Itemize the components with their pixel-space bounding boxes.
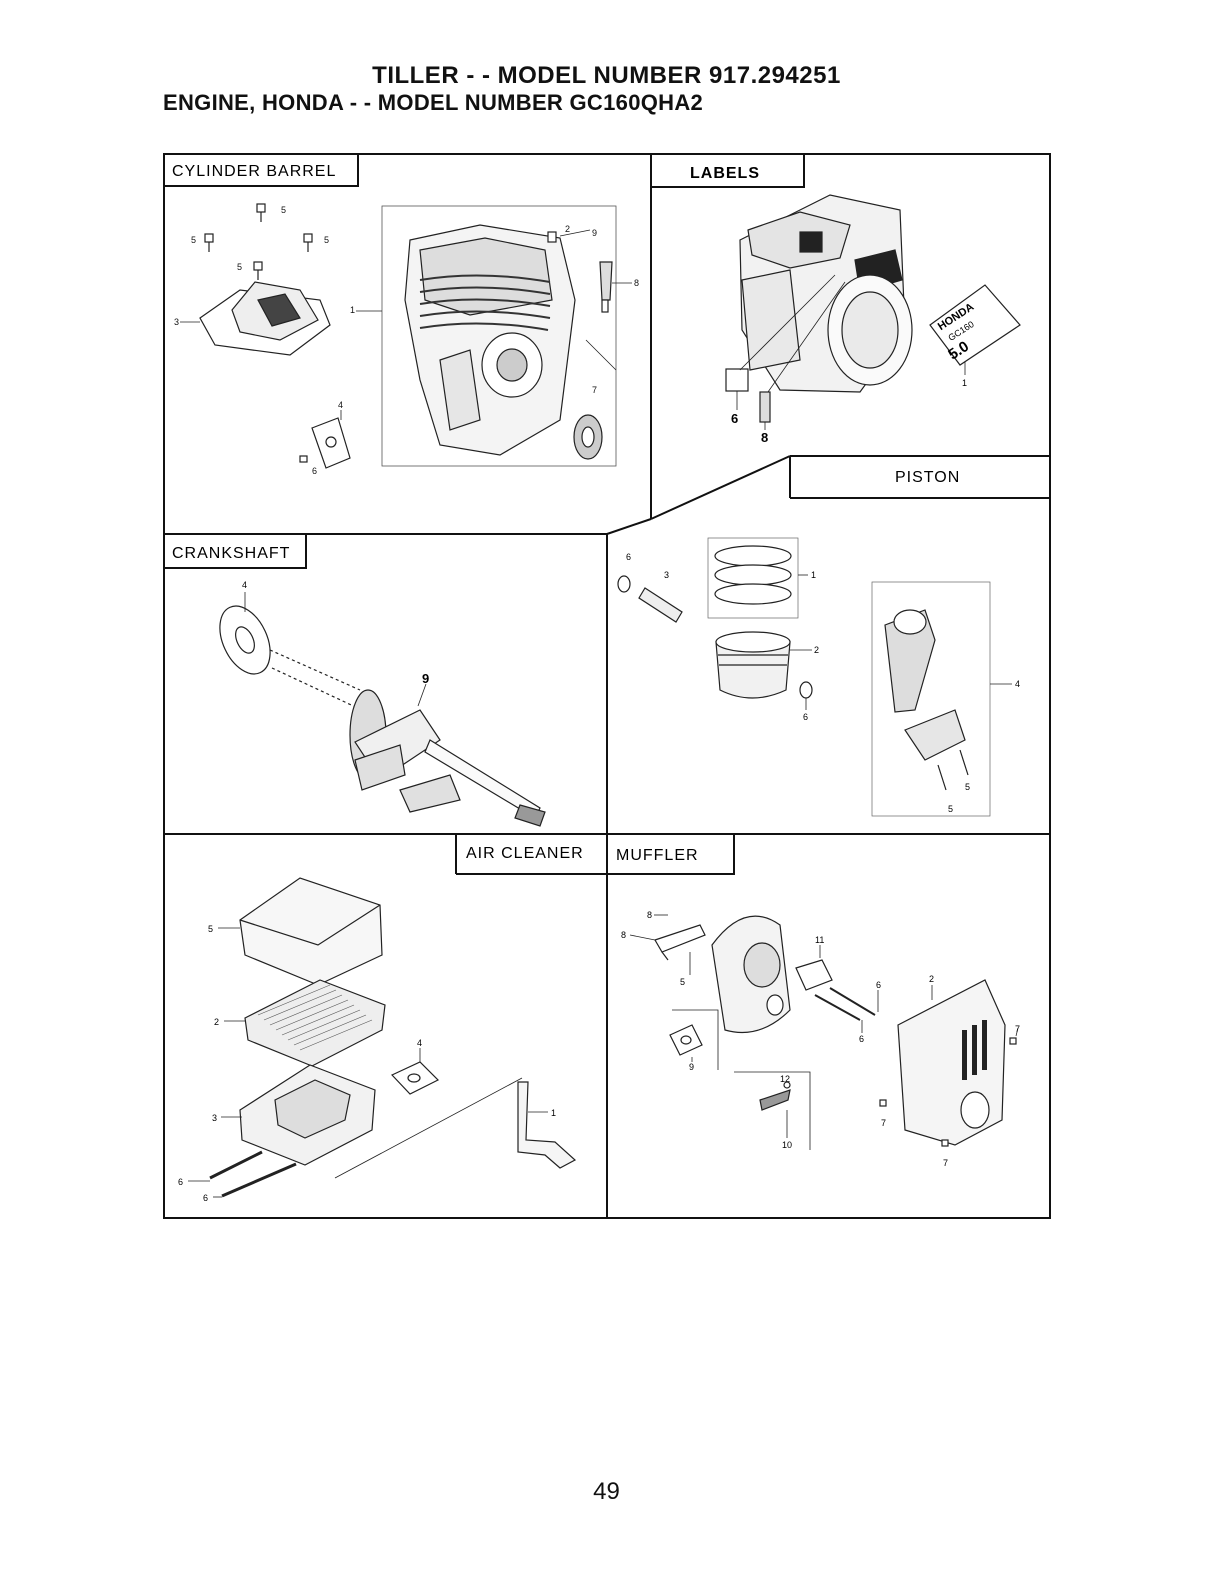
section-label-air-cleaner: AIR CLEANER <box>466 845 584 862</box>
section-label-piston: PISTON <box>895 469 960 486</box>
section-label-cylinder-barrel: CYLINDER BARREL <box>172 163 336 180</box>
callout-muffler-2: 2 <box>929 974 934 984</box>
callout-labels-6: 6 <box>731 411 738 426</box>
callout-piston-5a: 5 <box>965 782 970 792</box>
section-label-crankshaft: CRANKSHAFT <box>172 545 290 562</box>
callout-cyl-3: 3 <box>174 317 179 327</box>
callout-cyl-9: 9 <box>592 228 597 238</box>
callout-cyl-5d: 5 <box>237 262 242 272</box>
callout-cyl-5a: 5 <box>281 205 286 215</box>
callout-muffler-5: 5 <box>680 977 685 987</box>
crankshaft-illustration <box>210 598 545 826</box>
callout-cyl-7: 7 <box>592 385 597 395</box>
callout-piston-4: 4 <box>1015 679 1020 689</box>
callout-piston-3: 3 <box>664 570 669 580</box>
callout-piston-6a: 6 <box>626 552 631 562</box>
callout-cyl-2: 2 <box>565 224 570 234</box>
page-number: 49 <box>0 1478 1213 1506</box>
callout-cyl-4: 4 <box>338 400 343 410</box>
callout-muffler-9: 9 <box>689 1062 694 1072</box>
callout-air-6b: 6 <box>203 1193 208 1203</box>
callout-piston-6b: 6 <box>803 712 808 722</box>
callout-muffler-7b: 7 <box>881 1118 886 1128</box>
callout-air-5: 5 <box>208 924 213 934</box>
callout-piston-1: 1 <box>811 570 816 580</box>
callout-air-1: 1 <box>551 1108 556 1118</box>
labels-illustration <box>726 195 1020 422</box>
section-label-labels: LABELS <box>690 165 760 182</box>
callout-air-2: 2 <box>214 1017 219 1027</box>
callout-cyl-1: 1 <box>350 305 355 315</box>
callout-cyl-5c: 5 <box>324 235 329 245</box>
piston-illustration <box>618 538 990 816</box>
callout-muffler-8a: 8 <box>647 910 652 920</box>
callout-muffler-6b: 6 <box>859 1034 864 1044</box>
callout-muffler-12: 12 <box>780 1074 790 1084</box>
callout-labels-1: 1 <box>962 378 967 388</box>
cylinder-barrel-illustration <box>200 204 616 468</box>
callout-muffler-6a: 6 <box>876 980 881 990</box>
callout-cyl-6: 6 <box>312 466 317 476</box>
callout-air-6a: 6 <box>178 1177 183 1187</box>
callout-piston-2: 2 <box>814 645 819 655</box>
section-label-muffler: MUFFLER <box>616 847 699 864</box>
callout-muffler-8b: 8 <box>621 930 626 940</box>
callout-muffler-10: 10 <box>782 1140 792 1150</box>
callout-crank-4: 4 <box>242 580 247 590</box>
callout-piston-5b: 5 <box>948 804 953 814</box>
muffler-illustration <box>655 916 1016 1146</box>
callout-muffler-7a: 7 <box>1015 1024 1020 1034</box>
air-cleaner-illustration <box>210 878 575 1196</box>
callout-labels-8: 8 <box>761 430 768 445</box>
callout-muffler-11: 11 <box>815 935 824 945</box>
callout-air-3: 3 <box>212 1113 217 1123</box>
callout-crank-9: 9 <box>422 671 429 686</box>
callout-muffler-7c: 7 <box>943 1158 948 1168</box>
callout-cyl-5b: 5 <box>191 235 196 245</box>
callout-air-4: 4 <box>417 1038 422 1048</box>
callout-cyl-8: 8 <box>634 278 639 288</box>
